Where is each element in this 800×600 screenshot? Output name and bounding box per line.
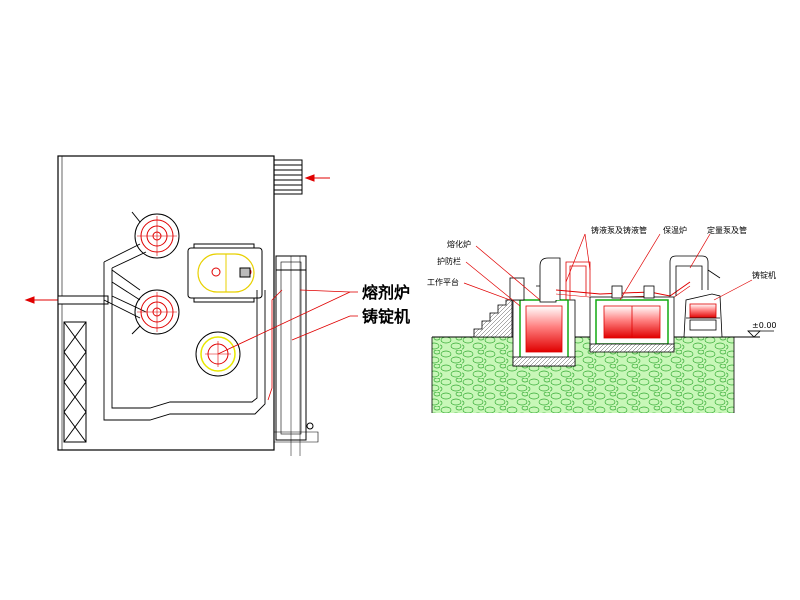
flux-furnace-lower (131, 289, 180, 335)
label-metering-pump: 定量泵及管 (707, 225, 747, 235)
stairs (473, 299, 513, 338)
metering-pump-section (669, 255, 721, 296)
outlet-arrow (24, 295, 109, 305)
holding-furnace-section (589, 285, 675, 353)
holding-furnace-plan (187, 243, 263, 303)
flux-furnace-upper (131, 211, 180, 259)
ingot-machine-plan (273, 255, 319, 456)
control-cabinet (63, 321, 87, 443)
plan-leaders (217, 289, 358, 355)
level-mark (747, 330, 774, 338)
label-ingot-machine-plan: 铸锭机 (362, 307, 410, 326)
label-guard-rail: 护防栏 (437, 256, 461, 266)
label-work-platform: 工作平台 (427, 277, 459, 287)
louvre-vent (273, 159, 303, 195)
ground-fill (432, 337, 734, 413)
duct-network (103, 243, 266, 421)
label-flux-furnace: 熔剂炉 (362, 283, 410, 302)
label-holding-furnace: 保温炉 (663, 225, 687, 235)
label-level: ±0.00 (752, 321, 777, 330)
section-leaders (463, 233, 753, 307)
feed-line (267, 289, 283, 401)
ingot-machine-section (683, 293, 723, 338)
label-melting-furnace: 熔化炉 (447, 239, 471, 249)
label-ingot-machine-section: 铸锭机 (752, 270, 776, 280)
casting-pot-plan (195, 331, 241, 377)
plan-view (24, 155, 330, 456)
section-view (431, 255, 774, 413)
label-pump-pipe: 铸液泵及铸液管 (591, 225, 647, 235)
inlet-arrow (304, 174, 330, 182)
